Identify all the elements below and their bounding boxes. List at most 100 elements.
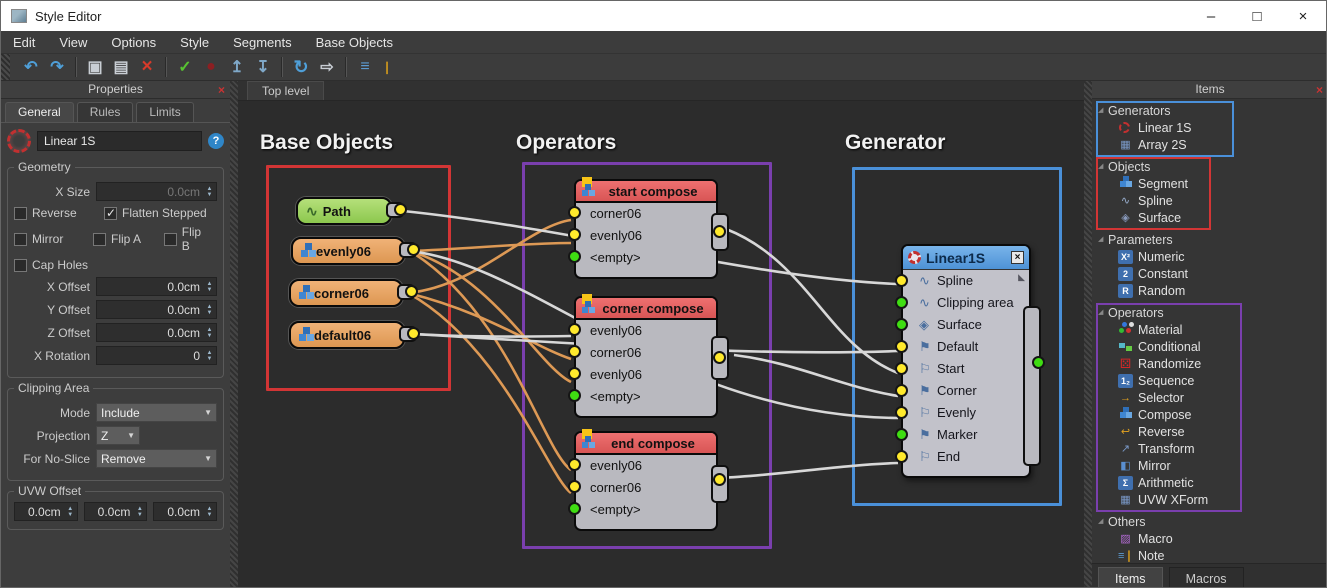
items-close-icon[interactable]: × — [1315, 83, 1323, 97]
projection-dropdown[interactable]: Z ▼ — [96, 426, 140, 445]
tab-rules[interactable]: Rules — [76, 102, 134, 122]
right-splitter[interactable] — [1084, 81, 1092, 587]
tab-top-level[interactable]: Top level — [247, 81, 325, 100]
node-linear1s[interactable]: Linear1S × ◣ ∿Spline ∿Clipping area ◈Sur… — [895, 244, 1045, 478]
input-row[interactable]: ∿Spline — [895, 270, 1029, 292]
item-linear-1s[interactable]: Linear 1S — [1098, 120, 1232, 137]
node-corner-compose[interactable]: corner compose evenly06 corner06 evenly0… — [568, 296, 729, 418]
node-close-icon[interactable]: × — [1011, 251, 1024, 264]
cap-holes-checkbox[interactable] — [14, 258, 27, 272]
refresh-icon[interactable]: ↻ — [293, 56, 309, 77]
left-splitter[interactable] — [230, 81, 238, 587]
item-compose[interactable]: Compose — [1098, 407, 1240, 424]
check-icon[interactable]: ✓ — [178, 59, 192, 76]
input-port[interactable] — [568, 367, 581, 380]
input-row[interactable]: evenly06 — [568, 225, 716, 247]
output-port[interactable] — [713, 351, 726, 364]
flip-b-checkbox[interactable] — [163, 232, 177, 246]
node-graph[interactable]: Base Objects Operators Generator — [238, 101, 1084, 587]
y-offset-field[interactable]: 0.0cm ▲▼ — [96, 300, 217, 319]
output-port[interactable] — [713, 473, 726, 486]
input-row[interactable]: ∿Clipping area — [895, 292, 1029, 314]
input-port[interactable] — [568, 480, 581, 493]
menu-base-objects[interactable]: Base Objects — [315, 34, 393, 50]
spinner-arrows[interactable]: ▲▼ — [206, 185, 213, 198]
item-conditional[interactable]: Conditional — [1098, 339, 1240, 356]
input-row[interactable]: ⚑Corner — [895, 380, 1029, 402]
undo-icon[interactable]: ↶ — [24, 59, 38, 76]
input-row[interactable]: ⚑Marker — [895, 424, 1029, 446]
spinner-arrows[interactable]: ▲▼ — [206, 505, 213, 518]
spinner-arrows[interactable]: ▲▼ — [206, 326, 213, 339]
output-port[interactable] — [407, 327, 420, 340]
tab-macros[interactable]: Macros — [1168, 567, 1244, 587]
input-row[interactable]: <empty> — [568, 499, 716, 521]
input-row[interactable]: ⚐End — [895, 446, 1029, 468]
input-port[interactable] — [568, 250, 581, 263]
uvw-w-field[interactable]: 0.0cm ▲▼ — [153, 502, 218, 521]
input-row[interactable]: corner06 — [568, 203, 716, 225]
item-material[interactable]: Material — [1098, 322, 1240, 339]
item-randomize[interactable]: ⚄Randomize — [1119, 356, 1202, 372]
item-array-2s[interactable]: ▦Array 2S — [1098, 137, 1232, 154]
input-row[interactable]: ⚑Default — [895, 336, 1029, 358]
item-segment[interactable]: Segment — [1098, 176, 1209, 193]
menu-style[interactable]: Style — [180, 34, 210, 50]
input-row[interactable]: ⚐Start — [895, 358, 1029, 380]
tree-header-generators[interactable]: Generators — [1098, 103, 1232, 120]
item-reverse[interactable]: ↩Reverse — [1098, 424, 1240, 441]
input-port[interactable] — [568, 228, 581, 241]
import-icon[interactable]: ↥ — [230, 59, 244, 76]
send-to-icon[interactable]: ⇨ — [320, 59, 334, 76]
minimize-button[interactable]: – — [1206, 7, 1216, 25]
input-port[interactable] — [895, 296, 908, 309]
mode-dropdown[interactable]: Include ▼ — [96, 403, 217, 422]
input-port[interactable] — [568, 389, 581, 402]
item-macro[interactable]: ▨Macro — [1098, 531, 1326, 548]
input-port[interactable] — [895, 450, 908, 463]
generator-name-input[interactable]: Linear 1S — [37, 131, 202, 151]
x-rotation-field[interactable]: 0 ▲▼ — [96, 346, 217, 365]
spinner-arrows[interactable]: ▲▼ — [206, 349, 213, 362]
input-row[interactable]: evenly06 — [568, 320, 716, 342]
node-default06[interactable]: default06 — [289, 321, 420, 349]
uvw-v-field[interactable]: 0.0cm ▲▼ — [83, 502, 148, 521]
tree-header-others[interactable]: Others — [1098, 514, 1326, 531]
z-offset-field[interactable]: 0.0cm ▲▼ — [96, 323, 217, 342]
spinner-arrows[interactable]: ▲▼ — [206, 303, 213, 316]
node-start-compose[interactable]: start compose corner06 evenly06 <empty> — [568, 179, 729, 279]
delete-icon[interactable]: × — [141, 56, 153, 77]
input-port[interactable] — [568, 345, 581, 358]
maximize-button[interactable]: □ — [1252, 7, 1262, 25]
uvw-u-field[interactable]: 0.0cm ▲▼ — [14, 502, 78, 521]
paste-icon[interactable]: ▤ — [113, 59, 129, 76]
mirror-checkbox[interactable] — [14, 232, 27, 246]
input-port[interactable] — [895, 340, 908, 353]
menu-segments[interactable]: Segments — [233, 34, 292, 50]
item-selector[interactable]: →Selector — [1120, 391, 1184, 405]
node-path[interactable]: ∿ Path — [296, 197, 407, 225]
tree-header-parameters[interactable]: Parameters — [1098, 232, 1326, 249]
no-slice-dropdown[interactable]: Remove ▼ — [96, 449, 217, 468]
menu-edit[interactable]: Edit — [13, 34, 36, 50]
input-port[interactable] — [895, 406, 908, 419]
output-port[interactable] — [407, 243, 420, 256]
input-row[interactable]: <empty> — [568, 247, 716, 269]
x-offset-field[interactable]: 0.0cm ▲▼ — [96, 277, 217, 296]
input-port[interactable] — [895, 384, 908, 397]
item-note[interactable]: ≡❘Note — [1118, 549, 1165, 563]
input-port[interactable] — [568, 502, 581, 515]
node-corner06[interactable]: corner06 — [289, 279, 418, 307]
tab-items[interactable]: Items — [1098, 567, 1163, 587]
input-port[interactable] — [568, 323, 581, 336]
export-icon[interactable]: ↧ — [256, 59, 270, 76]
flip-a-checkbox[interactable] — [93, 232, 106, 246]
item-transform[interactable]: ↗Transform — [1098, 441, 1240, 458]
notes-icon[interactable]: ≡ — [360, 58, 370, 75]
stop-icon[interactable]: ● — [206, 58, 216, 75]
tab-general[interactable]: General — [5, 102, 74, 122]
input-row[interactable]: ◈Surface — [895, 314, 1029, 336]
